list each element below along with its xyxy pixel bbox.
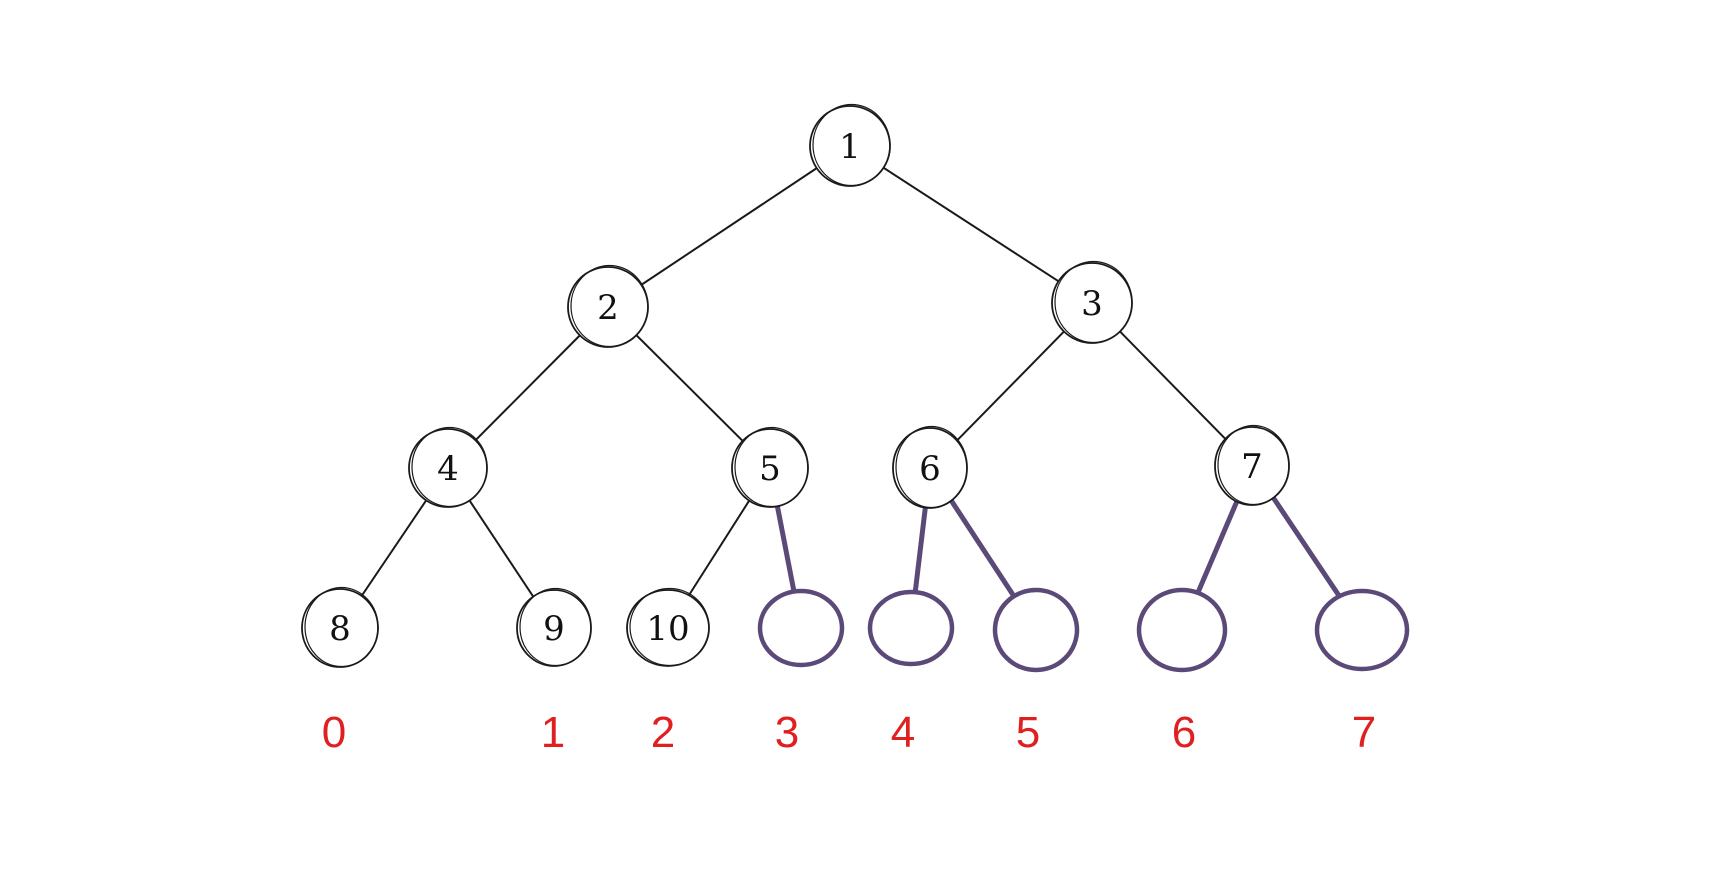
empty-tree-node xyxy=(757,588,845,668)
tree-node-sketch-stroke xyxy=(812,103,891,187)
tree-node-label: 8 xyxy=(329,609,351,649)
tree-node-9: 9 xyxy=(516,587,592,667)
tree-node-5: 5 xyxy=(731,426,809,508)
tree-nodes: 1 2 3 4 5 6 7 8 9 10 xyxy=(301,103,1410,673)
tree-edges xyxy=(359,165,1343,601)
tree-node-label: 5 xyxy=(759,449,781,489)
tree-edge-n1-n2 xyxy=(638,166,820,287)
tree-node-label: 4 xyxy=(437,449,459,489)
tree-node-sketch-stroke xyxy=(411,426,488,508)
tree-node-sketch-stroke xyxy=(519,587,592,667)
tree-edge-n4-n8 xyxy=(359,497,429,599)
tree-edge-n5-n10 xyxy=(686,498,752,599)
tree-node-1: 1 xyxy=(809,103,891,187)
tree-node-label: 3 xyxy=(1081,284,1103,324)
tree-edge-n5-e1 xyxy=(774,500,797,595)
tree-node-sketch-stroke xyxy=(304,586,379,668)
tree-node-circle xyxy=(1136,587,1228,673)
empty-tree-node xyxy=(1136,587,1228,673)
tree-node-7: 7 xyxy=(1214,424,1290,506)
tree-node-sketch-stroke xyxy=(1217,424,1290,506)
tree-node-label: 9 xyxy=(543,609,565,649)
tree-node-circle xyxy=(992,587,1080,673)
tree-node-10: 10 xyxy=(626,587,710,667)
tree-node-label: 1 xyxy=(839,127,861,167)
tree-edge-n4-n9 xyxy=(467,497,536,599)
tree-edge-n6-e2 xyxy=(912,502,929,595)
empty-tree-node xyxy=(1314,588,1410,672)
leaf-index-label: 6 xyxy=(1172,708,1196,757)
tree-node-sketch-stroke xyxy=(570,264,649,348)
tree-edge-n2-n5 xyxy=(634,332,745,443)
empty-tree-node xyxy=(867,589,955,667)
tree-node-label: 7 xyxy=(1241,447,1263,487)
empty-tree-node xyxy=(992,587,1080,673)
tree-node-circle xyxy=(1314,588,1410,672)
tree-node-circle xyxy=(757,588,845,668)
tree-node-circle xyxy=(867,589,955,667)
tree-edge-n1-n3 xyxy=(880,165,1062,284)
leaf-index-label: 4 xyxy=(891,708,915,757)
tree-node-2: 2 xyxy=(567,264,649,348)
leaf-index-label: 0 xyxy=(322,708,346,757)
tree-node-8: 8 xyxy=(301,586,379,668)
tree-node-sketch-stroke xyxy=(734,426,809,508)
tree-edge-n3-n7 xyxy=(1117,329,1227,441)
tree-edge-n7-e5 xyxy=(1269,493,1343,601)
tree-node-sketch-stroke xyxy=(629,587,710,667)
leaf-index-label: 3 xyxy=(775,708,799,757)
tree-node-sketch-stroke xyxy=(895,425,968,509)
tree-node-3: 3 xyxy=(1051,260,1133,344)
tree-edge-n3-n6 xyxy=(955,329,1067,442)
tree-node-6: 6 xyxy=(892,425,968,509)
tree-node-label: 10 xyxy=(646,609,689,649)
tree-edge-n6-e3 xyxy=(947,496,1017,599)
tree-node-label: 2 xyxy=(597,288,619,328)
tree-edge-n7-e4 xyxy=(1195,496,1241,596)
leaf-index-label: 1 xyxy=(541,708,565,757)
tree-node-label: 6 xyxy=(919,449,941,489)
leaf-index-label: 5 xyxy=(1016,708,1040,757)
tree-node-4: 4 xyxy=(408,426,488,508)
leaf-index-labels: 0 1 2 3 4 5 6 7 xyxy=(322,708,1376,757)
tree-node-sketch-stroke xyxy=(1054,260,1133,344)
leaf-index-label: 7 xyxy=(1352,708,1376,757)
tree-edge-n2-n4 xyxy=(473,333,583,443)
leaf-index-label: 2 xyxy=(651,708,675,757)
